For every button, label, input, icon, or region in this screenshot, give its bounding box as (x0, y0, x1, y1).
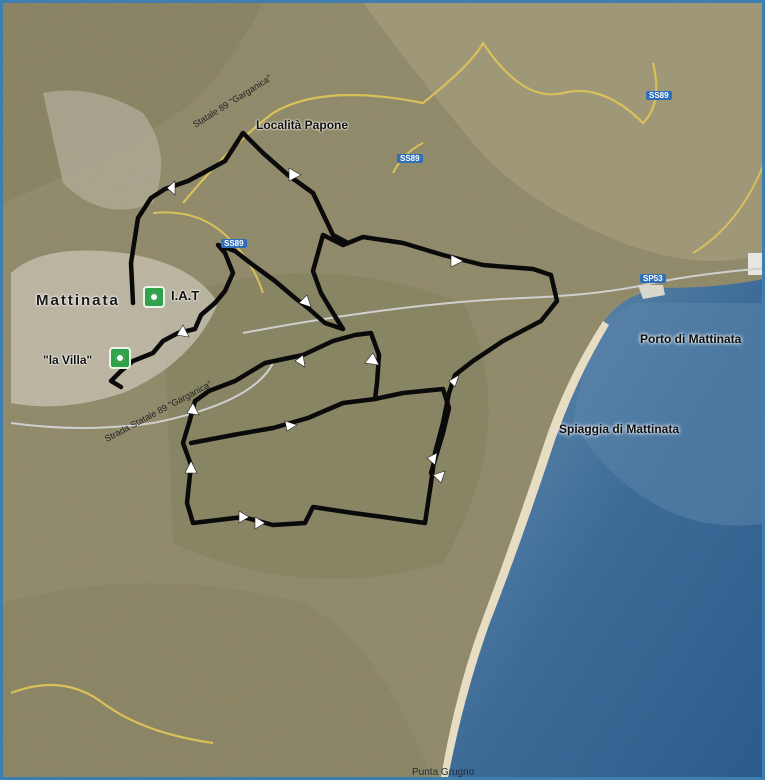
route-northern-loop[interactable] (108, 232, 560, 528)
arrow-marker (166, 180, 176, 196)
road-ss89-north (182, 40, 658, 204)
road-shield-ss89: SS89 (646, 91, 672, 100)
arrow-marker (238, 510, 250, 524)
arrow-marker (184, 460, 198, 474)
arrow-marker (254, 516, 266, 530)
road-shield-ss89: SS89 (221, 239, 247, 248)
iat-marker-icon[interactable] (143, 286, 165, 308)
road-ss89-south (10, 362, 274, 429)
road-shield-ss89: SS89 (397, 154, 423, 163)
arrow-marker (298, 294, 312, 308)
road-south-hills (10, 683, 214, 745)
beach (441, 321, 609, 777)
satellite-map[interactable] (3, 3, 765, 780)
arrow-marker (364, 352, 380, 366)
port-pier (638, 285, 665, 299)
arrow-marker (284, 420, 298, 432)
arrow-marker (432, 470, 446, 484)
locality-label: Località Papone (256, 118, 349, 132)
port-building (748, 253, 762, 275)
cape-label: Punta Grugno (412, 767, 475, 778)
sea-shallows (573, 302, 762, 526)
road-shield-sp53: SP53 (640, 274, 666, 283)
road-sp53 (242, 267, 762, 334)
road-east-coast (692, 165, 762, 254)
arrow-marker (450, 254, 464, 268)
arrow-marker (426, 452, 438, 466)
beach-label: Spiaggia di Mattinata (559, 422, 680, 436)
town-label: Mattinata (36, 292, 120, 309)
arrow-marker (448, 374, 460, 388)
arrow-marker (294, 354, 306, 368)
route-town-loop[interactable] (128, 130, 351, 306)
arrow-marker (186, 402, 200, 416)
villa-label: "la Villa" (43, 353, 93, 367)
arrow-marker (176, 324, 190, 338)
route-arrows (166, 167, 464, 530)
port-label: Porto di Mattinata (640, 332, 742, 346)
iat-label: I.A.T (171, 288, 200, 303)
arrow-marker (288, 167, 302, 182)
villa-marker-icon[interactable] (109, 347, 131, 369)
